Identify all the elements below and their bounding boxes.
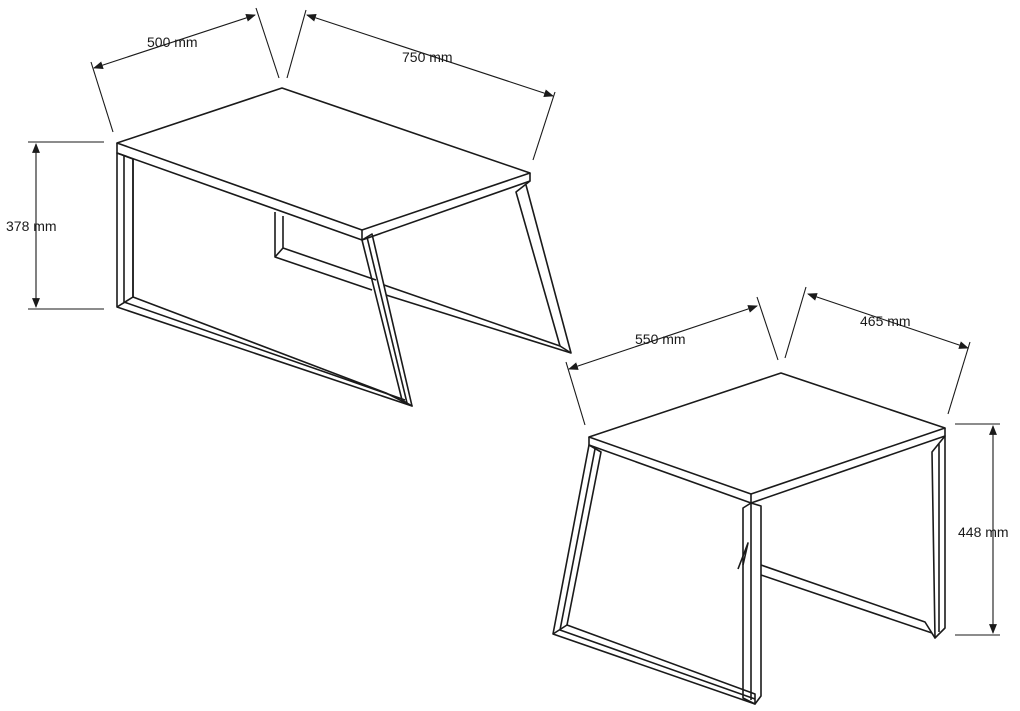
dimension-448 <box>955 423 1000 636</box>
small-table-top <box>588 372 946 504</box>
small-table-right-frame <box>737 435 946 639</box>
small-table-left-frame <box>552 444 756 705</box>
label-550: 550 mm <box>635 331 686 347</box>
dimension-550 <box>565 296 779 426</box>
label-465: 465 mm <box>860 313 911 329</box>
label-750: 750 mm <box>402 49 453 65</box>
large-table-rear-frame <box>274 180 572 354</box>
dimension-750 <box>286 9 556 161</box>
large-table <box>116 87 572 407</box>
small-table-front-leg <box>742 502 762 705</box>
label-448: 448 mm <box>958 524 1009 540</box>
dimension-500 <box>90 7 280 133</box>
dimension-465 <box>784 286 971 415</box>
dimension-378 <box>28 141 104 310</box>
label-500: 500 mm <box>147 34 198 50</box>
small-table <box>552 372 946 705</box>
large-table-left-frame <box>116 152 413 407</box>
label-378: 378 mm <box>6 218 57 234</box>
large-table-slanted-leg <box>361 233 413 407</box>
large-table-top <box>116 87 531 241</box>
